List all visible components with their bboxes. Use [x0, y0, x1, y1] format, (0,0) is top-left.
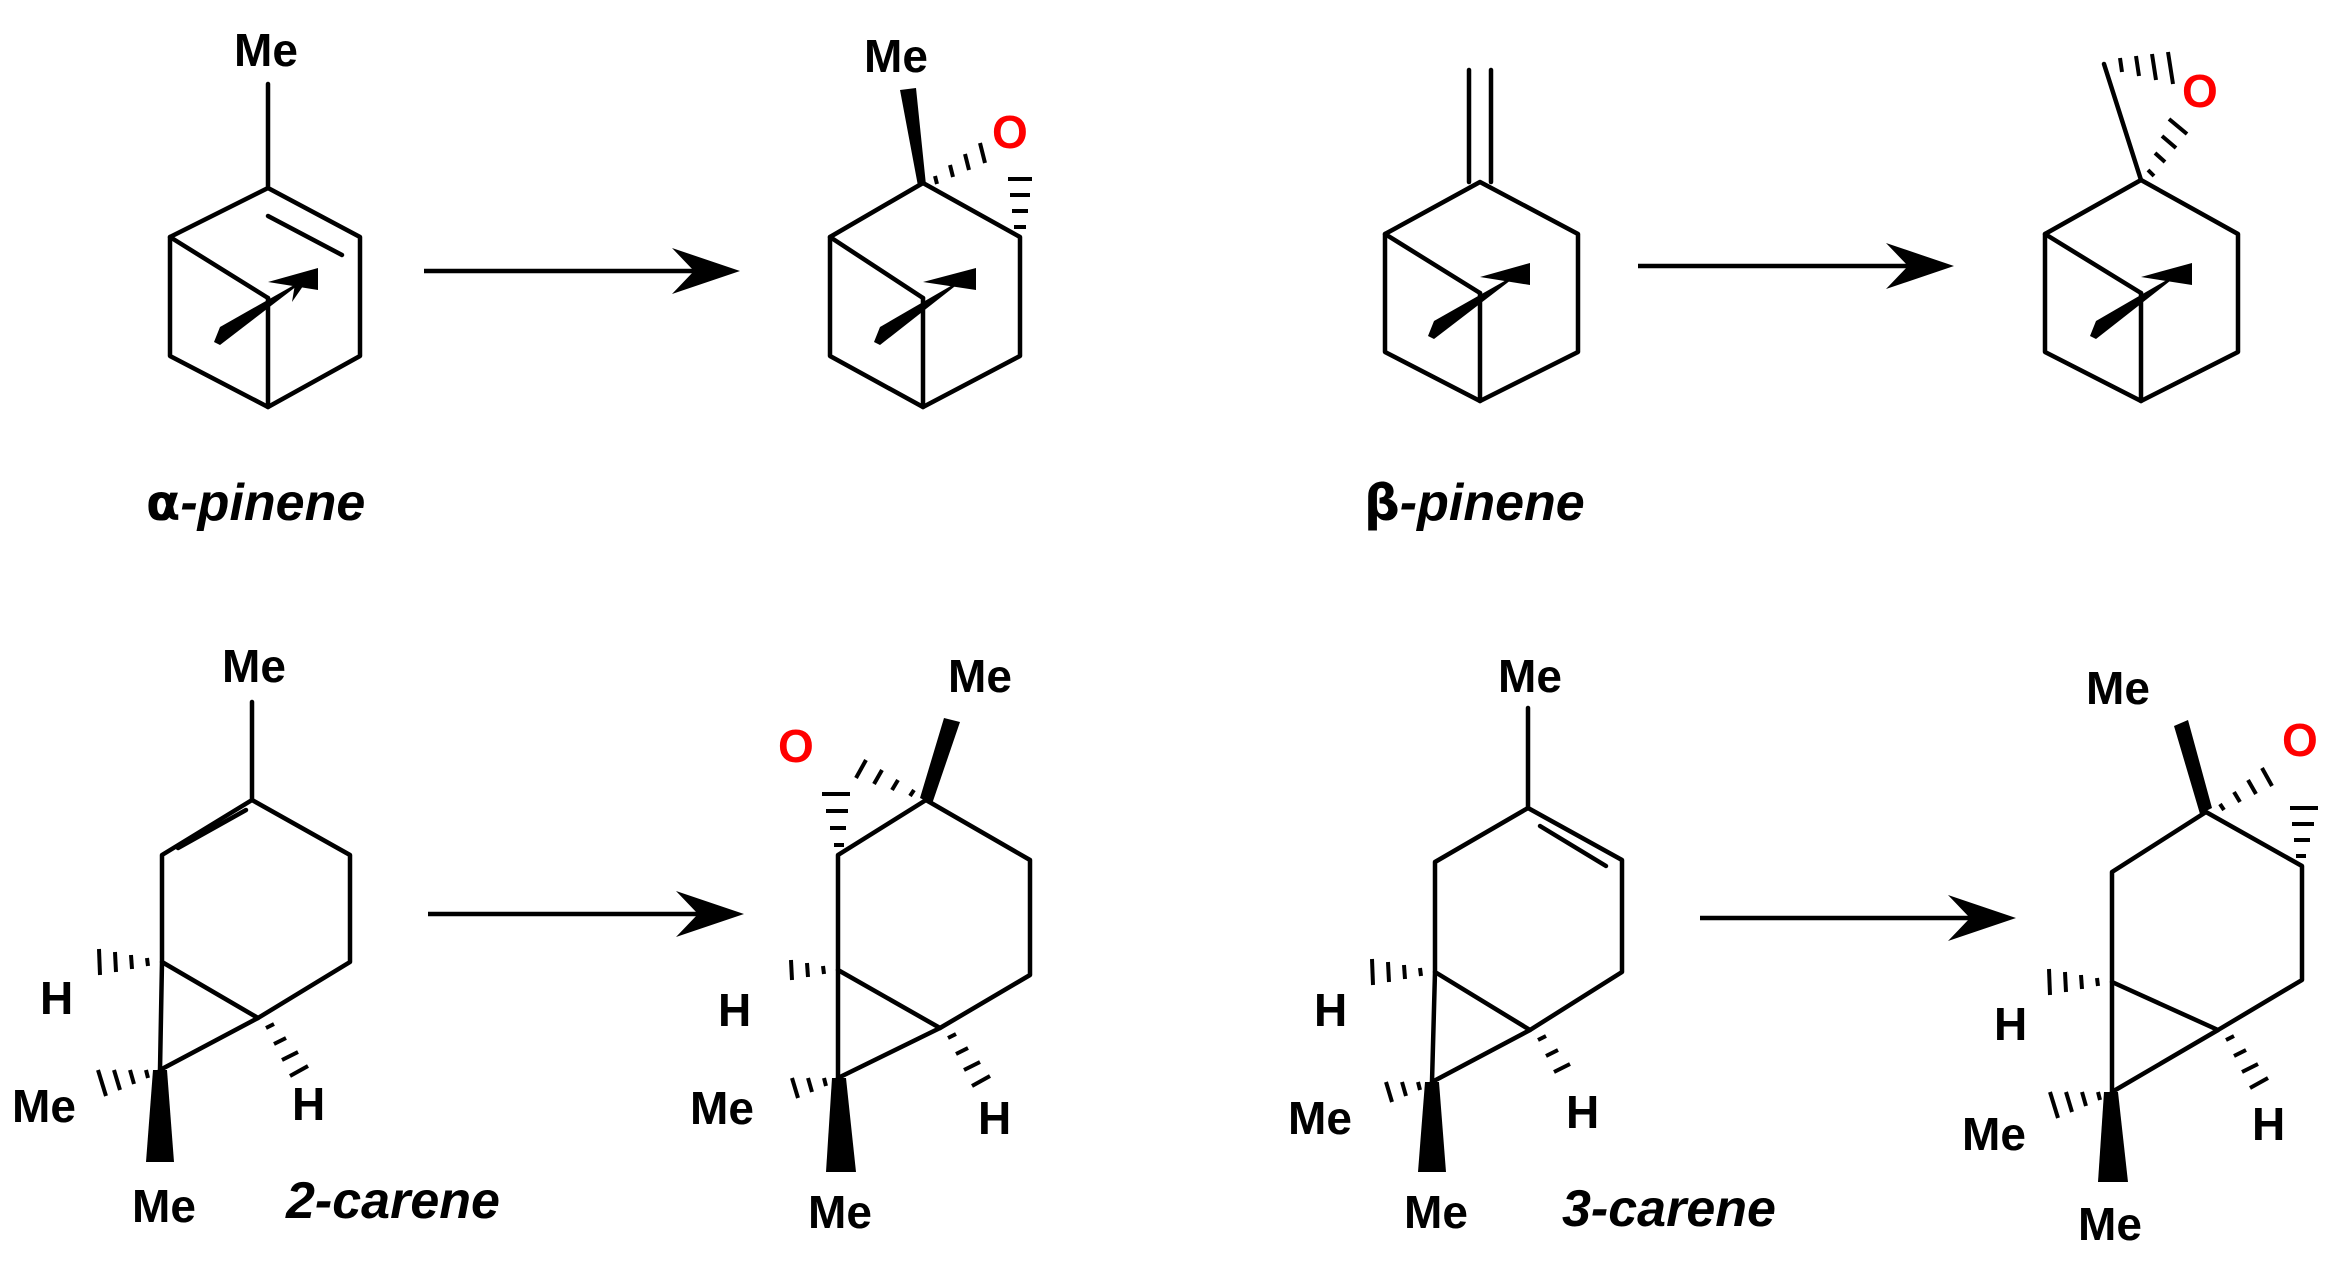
- beta-epoxide-hash-1: [2118, 51, 2175, 85]
- three-carene-me-bottom-label: Me: [1404, 1186, 1468, 1238]
- three-carene-epoxide-me-hash: [2048, 1091, 2102, 1119]
- alpha-epoxide-me-label: Me: [864, 30, 928, 82]
- three-carene-epoxide-hash-o1: [2218, 767, 2274, 812]
- beta-pinene-structure: [1382, 67, 1581, 404]
- beta-pinene-name: β-pinene: [1364, 474, 1585, 532]
- three-carene-epoxide-hash-o2: [2290, 806, 2318, 858]
- beta-epoxide-o-label: O: [2182, 65, 2218, 117]
- three-carene-epoxide-me-top-label: Me: [2086, 662, 2150, 714]
- two-carene-epoxide-hash-o2: [822, 792, 850, 847]
- three-carene-epoxide-me-bottom-label: Me: [2078, 1198, 2142, 1250]
- two-carene-epoxide-hash-o1: [854, 759, 916, 798]
- two-carene-epoxide-me-bottom-label: Me: [808, 1186, 872, 1238]
- alpha-pinene-name: α-pinene: [146, 474, 365, 532]
- arrow-4: [1700, 895, 2016, 941]
- beta-epoxide-hash-2: [2146, 117, 2189, 178]
- three-carene-epoxide-me-left-label: Me: [1962, 1108, 2026, 1160]
- three-carene-h-right-label: H: [1566, 1086, 1599, 1138]
- two-carene-epoxide-me-hash: [790, 1077, 828, 1099]
- alpha-pinene-structure: Me: [167, 24, 363, 410]
- alpha-epoxide-hash-1: [933, 142, 987, 185]
- two-carene-structure: Me H H Me Me: [12, 640, 353, 1232]
- three-carene-h2-hash: [1537, 1034, 1571, 1074]
- two-carene-epoxide-h2-hash: [947, 1032, 991, 1088]
- two-carene-me-top-label: Me: [222, 640, 286, 692]
- three-carene-epoxide-h-right-label: H: [2252, 1098, 2285, 1150]
- two-carene-name: 2-carene: [285, 1172, 500, 1230]
- three-carene-me-hash: [1384, 1081, 1422, 1103]
- three-carene-epoxide-h-left-label: H: [1994, 998, 2027, 1050]
- three-carene-epoxide-structure: Me O H H Me Me: [1962, 662, 2318, 1250]
- arrow-2: [1638, 243, 1954, 289]
- two-carene-me-hash: [96, 1069, 150, 1097]
- three-carene-structure: Me H H Me Me: [1288, 650, 1625, 1238]
- three-carene-epoxide-h2-hash: [2225, 1034, 2269, 1090]
- two-carene-h1-hash: [97, 948, 150, 976]
- two-carene-epoxide-h-left-label: H: [718, 984, 751, 1036]
- alpha-pinene-me-label: Me: [234, 24, 298, 76]
- two-carene-epoxide-h-right-label: H: [978, 1092, 1011, 1144]
- alpha-epoxide-hash-2: [1008, 177, 1032, 229]
- two-carene-epoxide-o-label: O: [778, 720, 814, 772]
- two-carene-h-left-label: H: [40, 972, 73, 1024]
- three-carene-epoxide-h1-hash: [2047, 968, 2100, 996]
- three-carene-h1-hash: [1370, 958, 1423, 986]
- three-carene-me-left-label: Me: [1288, 1092, 1352, 1144]
- two-carene-epoxide-h1-hash: [789, 959, 826, 981]
- arrow-1: [424, 248, 740, 294]
- two-carene-epoxide-me-left-label: Me: [690, 1082, 754, 1134]
- two-carene-epoxide-me-top-label: Me: [948, 650, 1012, 702]
- two-carene-h-right-label: H: [292, 1078, 325, 1130]
- arrow-3: [428, 891, 744, 937]
- two-carene-h2-hash: [265, 1022, 309, 1078]
- three-carene-epoxide-o-label: O: [2282, 714, 2318, 766]
- two-carene-me-left-label: Me: [12, 1080, 76, 1132]
- two-carene-me-bottom-label: Me: [132, 1180, 196, 1232]
- two-carene-epoxide-structure: Me O H H Me Me: [690, 650, 1033, 1238]
- three-carene-me-top-label: Me: [1498, 650, 1562, 702]
- beta-pinene-epoxide-structure: O: [2042, 51, 2241, 404]
- alpha-epoxide-o-label: O: [992, 106, 1028, 158]
- three-carene-h-left-label: H: [1314, 984, 1347, 1036]
- alpha-pinene-epoxide-structure: Me O: [827, 30, 1032, 410]
- three-carene-name: 3-carene: [1562, 1180, 1776, 1238]
